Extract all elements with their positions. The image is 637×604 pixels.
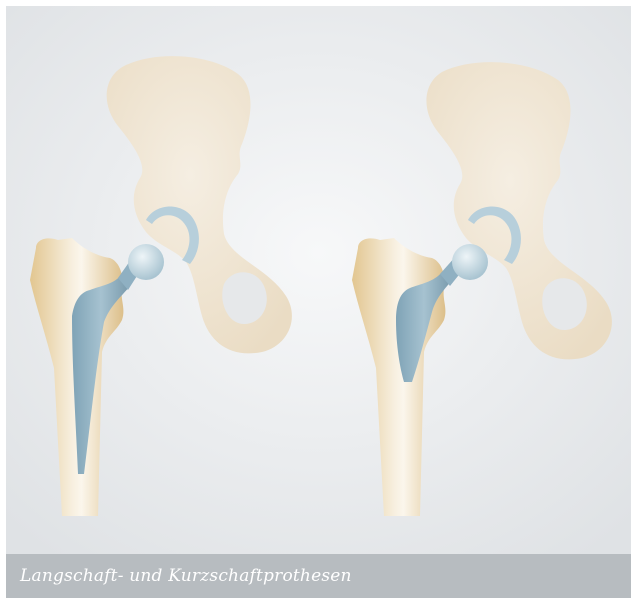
hip-prosthesis-illustration <box>6 6 631 554</box>
caption-bar: Langschaft- und Kurzschaftprothesen <box>6 554 631 598</box>
femoral-head-right <box>452 244 488 280</box>
image-frame: Langschaft- und Kurzschaftprothesen <box>6 6 631 598</box>
caption-text: Langschaft- und Kurzschaftprothesen <box>20 566 352 586</box>
femoral-head-left <box>128 244 164 280</box>
